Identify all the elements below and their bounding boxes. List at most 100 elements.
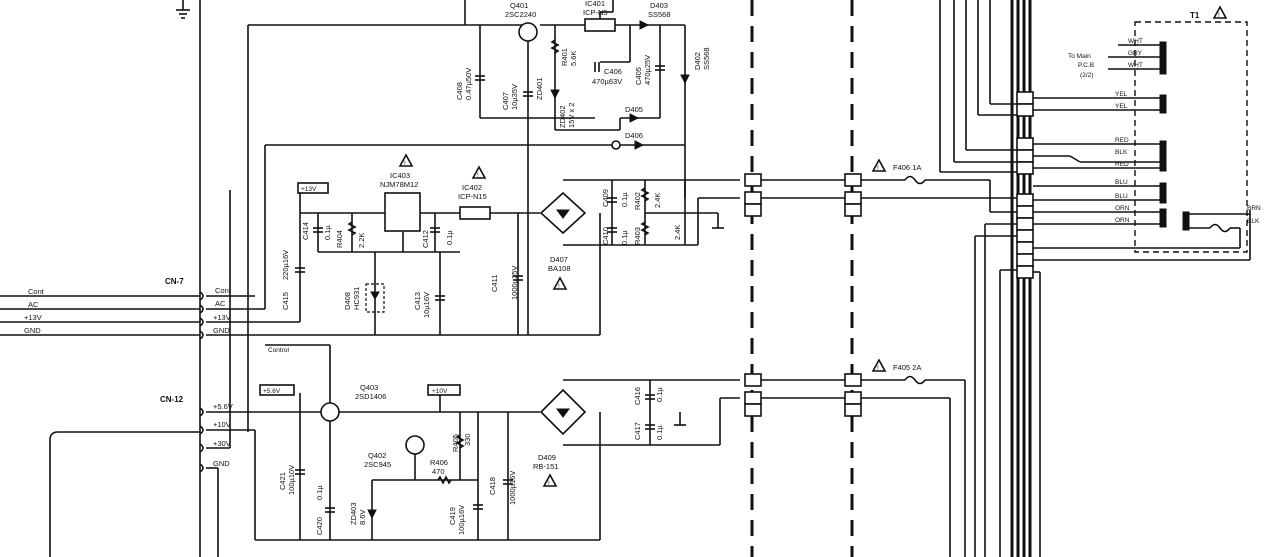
ground-symbol-top xyxy=(176,0,190,19)
q402-part: 2SC945 xyxy=(364,460,391,469)
left-line-cont: Cont xyxy=(28,287,45,296)
cn7-pin-gnd: GND xyxy=(213,326,230,335)
net-tag-56v: +5.6V xyxy=(263,388,281,395)
ic402-part: ICP-N15 xyxy=(458,192,487,201)
wire-red-2: RED xyxy=(1115,161,1129,168)
c417-ref: C417 xyxy=(633,422,642,440)
capacitors: C408 0.47µ50V C407 10µ35V C406 470µ63V C… xyxy=(278,55,665,535)
c417-val: 0.1µ xyxy=(655,425,664,440)
c410-ref: C410 xyxy=(601,227,610,245)
lower-wiring xyxy=(49,190,740,557)
upper-wiring xyxy=(247,0,740,432)
left-line-gnd: GND xyxy=(24,326,41,335)
cn7-pin-ac: AC xyxy=(215,299,226,308)
c412-ref: C412 xyxy=(421,230,430,248)
ic403-part: NJM78M12 xyxy=(380,180,418,189)
ic402-ref: IC402 xyxy=(462,183,482,192)
d408-ref: D408 xyxy=(343,292,352,310)
r405-ref: R405 xyxy=(451,434,460,452)
warning-icon xyxy=(471,165,487,179)
warning-mark-f406: ! xyxy=(877,165,879,172)
warning-icon xyxy=(542,473,558,487)
safety-warnings: ! ! ! ! ! ! ! xyxy=(398,5,1228,487)
control-net-label: Control xyxy=(268,347,290,354)
t1-label: T1 xyxy=(1190,11,1200,20)
c408-ref: C408 xyxy=(455,82,464,100)
warning-mark-ic403: ! xyxy=(404,160,406,167)
warning-icon xyxy=(1212,5,1228,19)
to-main-line1: To Main xyxy=(1068,53,1091,60)
c419-ref: C419 xyxy=(448,507,457,525)
warning-mark-d409: ! xyxy=(548,480,550,487)
resistors: R401 5.6K R402 2.4K R403 2.4K R404 2.2K … xyxy=(335,39,682,485)
c409-val: 0.1µ xyxy=(620,192,629,207)
cn12-pin-10v: +10V xyxy=(213,420,231,429)
c416-val: 0.1µ xyxy=(655,387,664,402)
wire-blk-2: BLK xyxy=(1247,218,1260,225)
net-tag-13v: +13V xyxy=(301,186,317,193)
wire-blu-1: BLU xyxy=(1115,179,1128,186)
transformer-t1: T1 To Main P.C.B (2/2) WHT GRY WHT YEL Y… xyxy=(1068,11,1261,253)
d405-ref: D405 xyxy=(625,105,643,114)
d402-ref: D402 xyxy=(693,52,702,70)
c407-val: 10µ35V xyxy=(510,84,519,110)
c414-ref: C414 xyxy=(301,222,310,240)
c411-val: 1000µ25V xyxy=(510,266,519,300)
wire-red-1: RED xyxy=(1115,137,1129,144)
cn7-pin-13v: +13V xyxy=(213,313,231,322)
wire-gry: GRY xyxy=(1128,50,1143,57)
cn7-connector: CN-7 Cont AC +13V GND xyxy=(165,277,600,340)
zd403-ref: ZD403 xyxy=(349,502,358,525)
d407-ref: D407 xyxy=(550,255,568,264)
ic401-part: ICP-N5 xyxy=(583,8,608,17)
cn7-pin-cont: Cont xyxy=(215,286,232,295)
wire-blu-2: BLU xyxy=(1115,193,1128,200)
d402-part: SS568 xyxy=(702,47,711,70)
d409-part: RB-151 xyxy=(533,462,558,471)
warning-mark-d407: ! xyxy=(558,283,560,290)
warning-icon xyxy=(398,153,414,167)
c418-val: 1000µ16V xyxy=(508,471,517,505)
warning-icon xyxy=(552,276,568,290)
c418-ref: C418 xyxy=(488,477,497,495)
r401-val: 5.6K xyxy=(569,51,578,66)
c419-val: 100µ16V xyxy=(457,505,466,535)
r404-ref: R404 xyxy=(335,230,344,248)
harness-connectors xyxy=(939,0,1251,557)
zd402-val: 15V x 2 xyxy=(567,103,576,128)
fuse-labels: F406 1A F405 2A xyxy=(893,163,921,372)
cn12-pin-30v: +30V xyxy=(213,439,231,448)
warning-mark-ic402: ! xyxy=(477,172,479,179)
zd401-ref: ZD401 xyxy=(535,77,544,100)
ic401-ref: IC401 xyxy=(585,0,605,8)
c407-ref: C407 xyxy=(501,92,510,110)
wire-blk-1: BLK xyxy=(1115,149,1128,156)
r403-ref: R403 xyxy=(633,227,642,245)
wire-yel-1: YEL xyxy=(1115,91,1128,98)
r406-ref: R406 xyxy=(430,458,448,467)
c406-val: 470µ63V xyxy=(592,77,622,86)
left-line-13v: +13V xyxy=(24,313,42,322)
c406-ref: C406 xyxy=(604,67,622,76)
net-tags: +13V +5.6V +10V xyxy=(259,182,461,396)
cn7-label: CN-7 xyxy=(165,277,184,286)
fuse-f406-label: F406 1A xyxy=(893,163,921,172)
r403-val: 2.4K xyxy=(673,225,682,240)
c420-val: 0.1µ xyxy=(315,485,324,500)
q401-part: 2SC2240 xyxy=(505,10,536,19)
d409-ref: D409 xyxy=(538,453,556,462)
to-main-line3: (2/2) xyxy=(1080,72,1093,79)
c421-val: 100µ10V xyxy=(287,465,296,495)
d406-ref: D406 xyxy=(625,131,643,140)
c411-ref: C411 xyxy=(490,275,499,292)
ic403-ref: IC403 xyxy=(390,171,410,180)
wire-wht-2: WHT xyxy=(1128,62,1143,69)
fuse-f405-label: F405 2A xyxy=(893,363,921,372)
q403-part: 2SD1406 xyxy=(355,392,386,401)
warning-icon xyxy=(871,158,887,172)
wire-wht-1: WHT xyxy=(1128,38,1143,45)
inline-connectors xyxy=(744,173,1018,557)
c416-ref: C416 xyxy=(633,387,642,405)
wire-orn-1: ORN xyxy=(1115,205,1130,212)
